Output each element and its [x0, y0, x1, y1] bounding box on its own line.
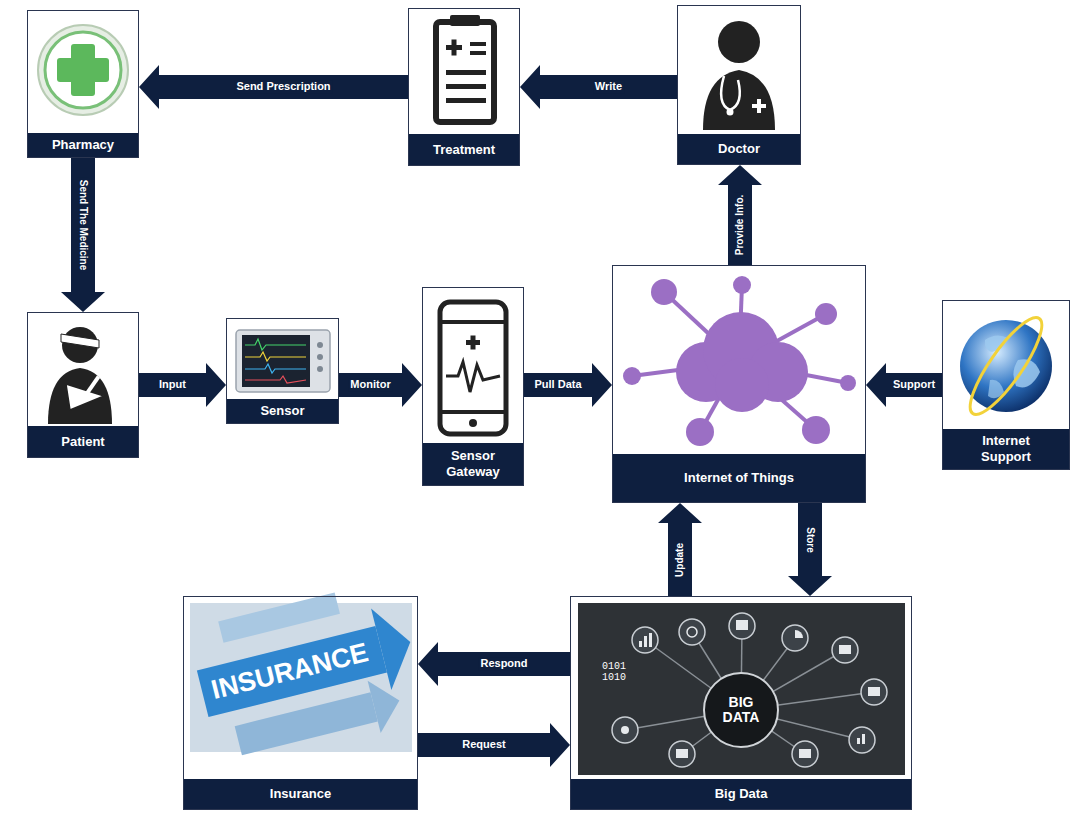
- insurance-picture: [190, 592, 420, 767]
- arrow-label: Monitor: [348, 378, 392, 391]
- clipboard-icon: [436, 15, 494, 122]
- node-label: Patient: [61, 434, 104, 450]
- monitor-icon: [236, 330, 330, 392]
- label-band: Doctor: [678, 134, 800, 164]
- label-band: Internet of Things: [613, 454, 865, 502]
- block-arrow: [718, 165, 762, 265]
- label-band: Sensor: [227, 399, 338, 423]
- icon-box: Doctor: [677, 5, 801, 165]
- label-band: Patient: [28, 426, 138, 457]
- node-label: Internet Support: [966, 433, 1046, 464]
- iot-cloud-icon: [623, 276, 856, 446]
- picture-text: 0101 1010: [600, 661, 628, 683]
- doctor-icon: [703, 21, 775, 130]
- arrow-label: Pull Data: [532, 378, 583, 391]
- label-band: Treatment: [409, 134, 519, 165]
- label-band: Sensor Gateway: [423, 443, 523, 485]
- block-arrow: [139, 363, 226, 407]
- node-label: Sensor Gateway: [429, 448, 517, 479]
- node-label: Insurance: [270, 786, 331, 802]
- block-arrow: [418, 723, 570, 767]
- node-label: Doctor: [718, 141, 760, 157]
- node-label: Pharmacy: [52, 137, 114, 153]
- label-band: Big Data: [571, 779, 911, 809]
- big-data-picture: [578, 603, 905, 775]
- label-band: Insurance: [184, 779, 417, 809]
- node-label: Internet of Things: [684, 470, 794, 486]
- label-band: Pharmacy: [28, 133, 138, 157]
- icon-box: Treatment: [408, 8, 520, 166]
- patient-icon: [48, 327, 112, 424]
- icon-box: Internet Support: [942, 300, 1070, 470]
- block-arrow: [658, 503, 702, 596]
- arrow-label: Request: [460, 738, 507, 751]
- block-arrow: [339, 363, 422, 407]
- icon-box: Sensor: [226, 318, 339, 424]
- block-arrow: [788, 503, 832, 596]
- arrow-label: Input: [157, 378, 188, 391]
- block-arrow: [524, 363, 612, 407]
- icon-box: Sensor Gateway: [422, 287, 524, 486]
- arrow-label: Send The Medicine: [77, 178, 89, 273]
- arrow-label: Store: [804, 525, 816, 555]
- icon-box: Patient: [27, 312, 139, 458]
- picture-text: BIG DATA: [713, 695, 769, 724]
- block-arrow: [139, 65, 408, 109]
- icon-box: Pharmacy: [27, 10, 139, 158]
- node-label: Treatment: [433, 142, 495, 158]
- pharmacy-icon: [38, 25, 128, 115]
- block-arrow: [520, 65, 677, 109]
- arrow-label: Update: [674, 541, 686, 579]
- block-arrow: [61, 158, 105, 312]
- phone-icon: [440, 302, 506, 434]
- arrow-label: Support: [891, 378, 937, 391]
- globe-icon: [960, 309, 1053, 422]
- arrow-label: Provide Info.: [734, 193, 746, 258]
- arrow-label: Send Prescription: [234, 80, 332, 93]
- label-band: Internet Support: [943, 429, 1069, 469]
- arrow-label: Write: [593, 80, 624, 93]
- block-arrow: [418, 642, 570, 686]
- icon-box: Internet of Things: [612, 265, 866, 503]
- picture-text: INSURANCE: [209, 638, 372, 706]
- block-arrow: [866, 363, 942, 407]
- node-label: Sensor: [260, 403, 304, 419]
- arrow-label: Respond: [478, 657, 529, 670]
- node-label: Big Data: [715, 786, 768, 802]
